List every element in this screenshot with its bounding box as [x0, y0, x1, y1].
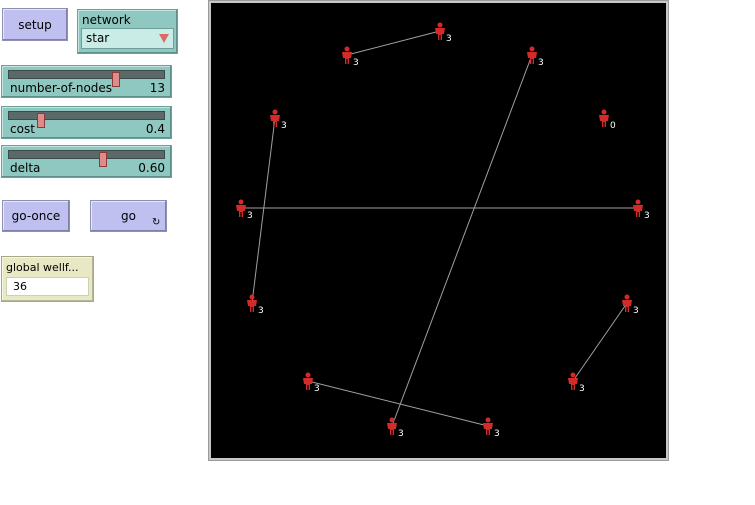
network-chooser-label: network	[82, 13, 131, 27]
monitor-label: global wellf...	[6, 261, 79, 274]
slider-value: 0.4	[145, 122, 165, 136]
agent-person-icon[interactable]: 3	[387, 417, 404, 440]
slider-knob[interactable]	[112, 72, 120, 87]
slider-track[interactable]	[8, 150, 165, 167]
agent-person-icon[interactable]: 3	[342, 46, 359, 69]
agent-label: 3	[281, 121, 287, 131]
go-button[interactable]: go ↻	[90, 200, 167, 232]
slider-number-of-nodes[interactable]: number-of-nodes 13	[1, 65, 172, 98]
slider-track[interactable]	[8, 111, 165, 128]
forever-loop-icon: ↻	[152, 217, 161, 228]
agent-person-icon[interactable]: 3	[270, 109, 287, 132]
slider-cost[interactable]: cost 0.4	[1, 106, 172, 139]
agent-person-icon[interactable]: 3	[633, 199, 650, 222]
setup-button[interactable]: setup	[2, 8, 68, 41]
slider-label: number-of-nodes	[10, 81, 113, 95]
agent-person-icon[interactable]: 0	[599, 109, 616, 132]
agent-label: 3	[633, 306, 639, 316]
slider-knob[interactable]	[99, 152, 107, 167]
go-button-label: go	[121, 209, 136, 223]
world-canvas[interactable]: 3 3 3 3 0 3 3 3 3 3 3 3 3	[211, 3, 666, 458]
setup-button-label: setup	[18, 17, 52, 32]
network-selected-value: star	[86, 31, 110, 45]
agent-person-icon[interactable]: 3	[303, 372, 320, 395]
agent-person-icon[interactable]: 3	[236, 199, 253, 222]
agent-label: 3	[398, 429, 404, 439]
agent-person-icon[interactable]: 3	[622, 294, 639, 317]
network-select[interactable]: star	[81, 28, 174, 49]
agent-label: 3	[494, 429, 500, 439]
dropdown-arrow-icon[interactable]	[159, 34, 169, 43]
slider-delta[interactable]: delta 0.60	[1, 145, 172, 178]
agent-label: 3	[579, 384, 585, 394]
monitor-value-box: 36	[6, 277, 89, 296]
agent-label: 0	[610, 121, 616, 131]
world-view[interactable]: 3 3 3 3 0 3 3 3 3 3 3 3 3	[208, 0, 669, 461]
agent-person-icon[interactable]: 3	[483, 417, 500, 440]
slider-label: delta	[10, 161, 41, 175]
slider-value: 13	[149, 81, 165, 95]
agent-label: 3	[258, 306, 264, 316]
network-link	[307, 380, 489, 427]
agent-label: 3	[314, 384, 320, 394]
slider-value: 0.60	[138, 161, 165, 175]
agent-person-icon[interactable]: 3	[568, 372, 585, 395]
go-once-button[interactable]: go-once	[2, 200, 70, 232]
slider-label: cost	[10, 122, 35, 136]
agent-label: 3	[644, 211, 650, 221]
agent-label: 3	[446, 34, 452, 44]
agent-person-icon[interactable]: 3	[435, 22, 452, 45]
agent-label: 3	[538, 58, 544, 68]
network-chooser[interactable]: network star	[77, 9, 178, 54]
agent-label: 3	[247, 211, 253, 221]
network-link	[572, 302, 628, 382]
agent-label: 3	[353, 58, 359, 68]
agent-person-icon[interactable]: 3	[527, 46, 544, 69]
network-link	[251, 117, 276, 304]
network-link	[391, 54, 533, 427]
slider-knob[interactable]	[37, 113, 45, 128]
world-background	[211, 3, 666, 458]
slider-track[interactable]	[8, 70, 165, 87]
global-wellfare-monitor: global wellf... 36	[1, 256, 94, 302]
go-once-button-label: go-once	[11, 209, 61, 223]
agent-person-icon[interactable]: 3	[247, 294, 264, 317]
monitor-value: 36	[13, 280, 27, 293]
network-link	[346, 30, 441, 56]
